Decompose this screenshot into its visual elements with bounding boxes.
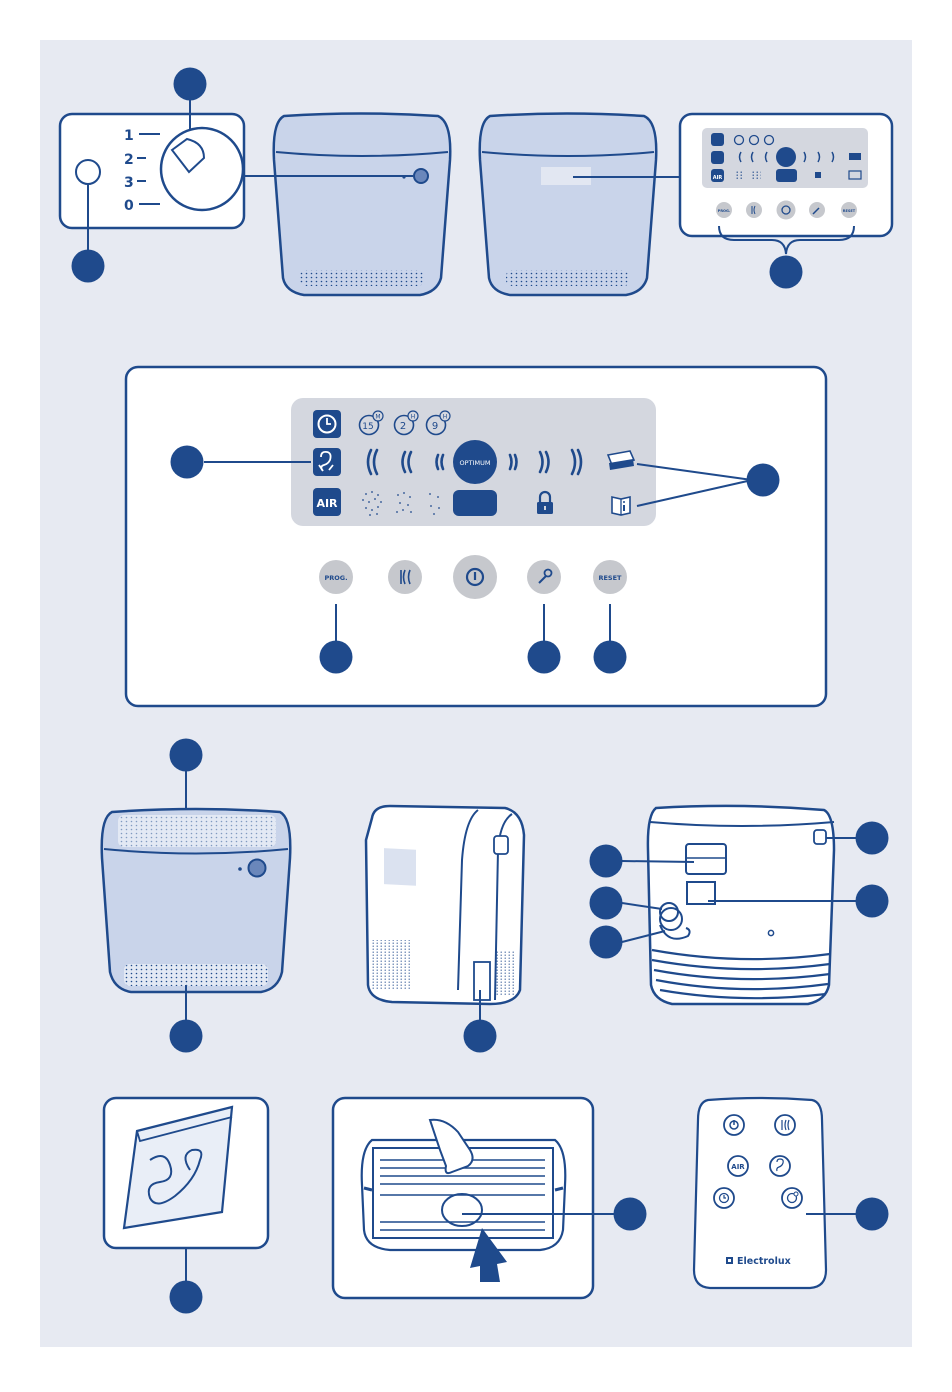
purifier-unit-front-a	[274, 114, 451, 296]
callout-dot	[72, 250, 105, 283]
air-mode-label: AIR	[316, 497, 338, 510]
callout-dot	[170, 1020, 203, 1053]
callout-dot	[856, 1198, 889, 1231]
callout-dot	[170, 1281, 203, 1314]
callout-dot	[856, 885, 889, 918]
svg-text:M: M	[375, 414, 380, 421]
callout-dot	[170, 739, 203, 772]
mini-control-panel: AIR PROG. RESET	[680, 114, 892, 254]
callout-dot	[590, 926, 623, 959]
reset-button-label: RESET	[598, 574, 622, 582]
purifier-unit-side	[366, 806, 524, 1004]
manual-icon	[612, 497, 630, 515]
remote-brand: Electrolux	[737, 1256, 791, 1267]
callout-dot	[590, 887, 623, 920]
quality-bar-indicator	[453, 490, 497, 516]
dial-label-3: 3	[124, 175, 134, 191]
optimum-label: OPTIMUM	[460, 459, 491, 467]
dial-label-0: 0	[124, 198, 134, 214]
purifier-unit-front-large	[102, 809, 291, 992]
svg-text:9: 9	[432, 421, 438, 432]
purifier-unit-front-b	[480, 114, 657, 296]
callout-dot	[464, 1020, 497, 1053]
callout-dot	[320, 641, 353, 674]
filter-installation-panel	[333, 1098, 593, 1298]
control-panel-detail: AIR 15 M 2 H 9 H OP	[126, 367, 826, 706]
fan-speed-button[interactable]	[388, 560, 422, 594]
remote-control: AIR Electrolux	[694, 1098, 826, 1288]
callout-dot	[594, 641, 627, 674]
sensor-button[interactable]	[76, 160, 100, 184]
callout-dot	[770, 256, 803, 289]
dial-label-2: 2	[124, 152, 134, 168]
callout-dot	[856, 822, 889, 855]
remote-air-label: AIR	[731, 1163, 745, 1171]
dial-label-1: 1	[124, 128, 134, 144]
svg-text:15: 15	[362, 422, 373, 432]
mini-reset-label: RESET	[843, 209, 856, 213]
callout-dot	[747, 464, 780, 497]
filter-bag-panel	[104, 1098, 268, 1248]
svg-text:2: 2	[400, 421, 406, 432]
svg-text:H: H	[443, 414, 448, 421]
remote-prog-button[interactable]	[782, 1188, 802, 1208]
mini-power-button[interactable]	[777, 201, 796, 220]
callout-dot	[614, 1198, 647, 1231]
mini-air-label: AIR	[713, 175, 723, 181]
callout-dot	[590, 845, 623, 878]
prog-button-label: PROG.	[324, 574, 347, 582]
mini-prog-label: PROG.	[718, 209, 730, 213]
purifier-unit-rear	[648, 806, 834, 1004]
callout-dot	[528, 641, 561, 674]
speed-dial[interactable]	[161, 128, 243, 210]
callout-dot	[171, 446, 204, 479]
svg-text:H: H	[411, 414, 416, 421]
callout-dot	[174, 68, 207, 101]
